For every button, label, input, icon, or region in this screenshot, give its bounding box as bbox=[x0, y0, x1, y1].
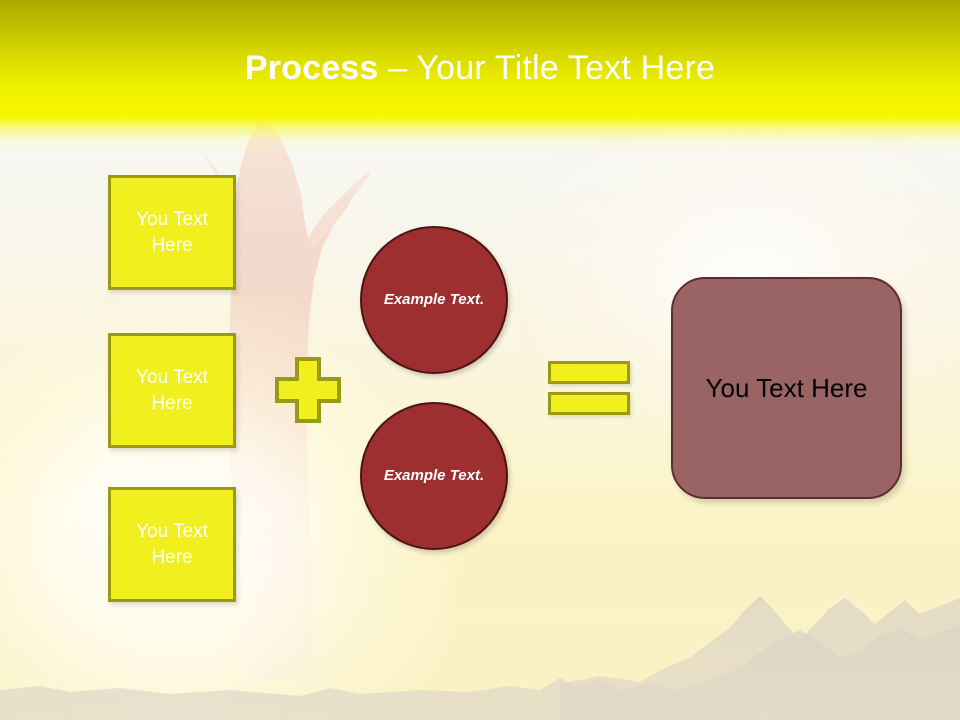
title-band-fade bbox=[0, 118, 960, 154]
input-box-1-label: You Text Here bbox=[136, 208, 208, 256]
background-mountain-ridge bbox=[0, 580, 960, 720]
title-band bbox=[0, 0, 960, 118]
page-title-rest: – Your Title Text Here bbox=[378, 49, 716, 87]
equals-icon bbox=[548, 361, 630, 415]
process-circle-2[interactable]: Example Text. bbox=[360, 402, 508, 550]
equals-icon-gap bbox=[548, 384, 630, 392]
process-circle-2-label: Example Text. bbox=[383, 467, 485, 484]
input-box-2-label: You Text Here bbox=[136, 366, 208, 414]
equals-icon-bar-bottom bbox=[548, 392, 630, 415]
result-box[interactable]: You Text Here bbox=[671, 277, 902, 499]
input-box-2[interactable]: You Text Here bbox=[108, 333, 236, 448]
input-box-3[interactable]: You Text Here bbox=[108, 487, 236, 602]
page-title: Process – Your Title Text Here bbox=[0, 48, 960, 88]
plus-icon bbox=[274, 356, 342, 424]
input-box-3-label: You Text Here bbox=[136, 520, 208, 568]
result-box-label: You Text Here bbox=[705, 373, 868, 403]
process-circle-1-label: Example Text. bbox=[383, 291, 485, 308]
equals-icon-bar-top bbox=[548, 361, 630, 384]
input-box-1[interactable]: You Text Here bbox=[108, 175, 236, 290]
page-title-emphasis: Process bbox=[244, 49, 379, 87]
process-circle-1[interactable]: Example Text. bbox=[360, 226, 508, 374]
